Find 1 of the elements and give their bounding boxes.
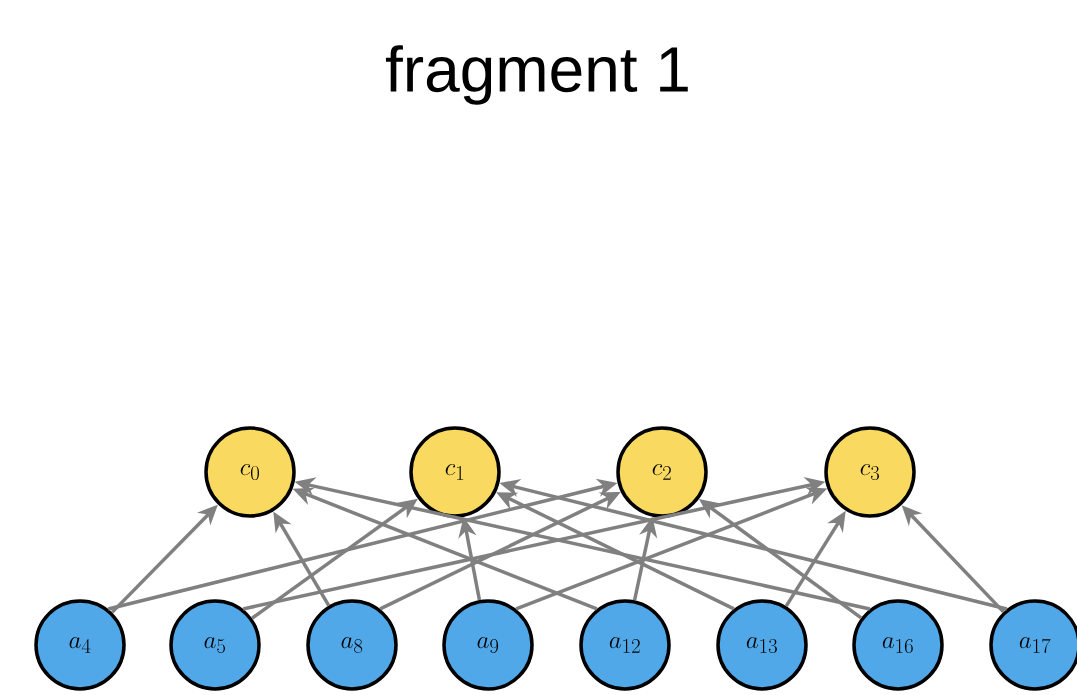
title: fragment 1: [385, 45, 688, 105]
